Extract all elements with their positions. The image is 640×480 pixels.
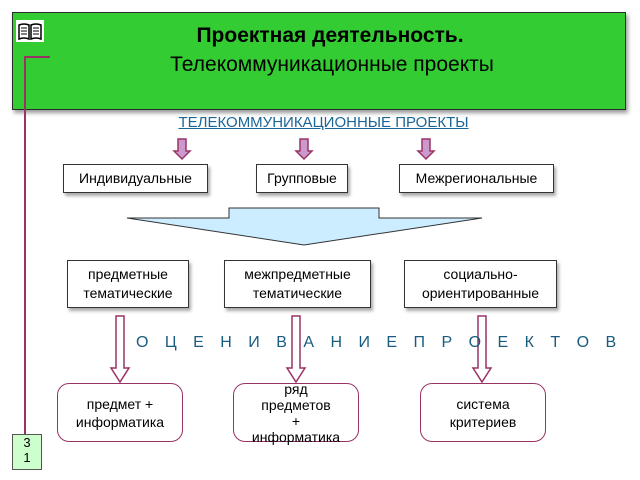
category-line: предметные bbox=[88, 266, 168, 282]
type-box-individual: Индивидуальные bbox=[63, 164, 208, 193]
criteria-line: критериев bbox=[449, 413, 517, 430]
type-box-interregional: Межрегиональные bbox=[399, 164, 554, 193]
diagram-heading: ТЕЛЕКОММУНИКАЦИОННЫЕ ПРОЕКТЫ bbox=[178, 114, 469, 131]
type-label: Индивидуальные bbox=[79, 170, 192, 186]
criteria-box-subject-it: предмет + информатика bbox=[57, 383, 183, 442]
arrow-to-group bbox=[294, 138, 314, 161]
criteria-line: предмет + bbox=[86, 395, 154, 412]
category-label: социально- ориентированные bbox=[422, 265, 539, 303]
category-box-social: социально- ориентированные bbox=[404, 260, 557, 308]
arrow-to-criteria-1 bbox=[109, 315, 131, 384]
category-label: межпредметные тематические bbox=[244, 265, 351, 303]
criteria-line: предметов bbox=[261, 396, 331, 413]
arrow-to-criteria-2 bbox=[285, 315, 307, 384]
book-icon bbox=[16, 20, 44, 42]
category-line: социально- bbox=[443, 266, 518, 282]
criteria-box-multi-subject-it: ряд предметов + информатика bbox=[233, 381, 359, 445]
criteria-line: информатика bbox=[75, 413, 165, 430]
category-box-subject: предметные тематические bbox=[67, 260, 189, 308]
category-box-interdisciplinary: межпредметные тематические bbox=[224, 260, 371, 308]
category-label: предметные тематические bbox=[83, 265, 172, 303]
criteria-label: предмет + информатика bbox=[76, 395, 164, 431]
page-title: Проектная деятельность. bbox=[196, 24, 464, 47]
criteria-line: система bbox=[456, 395, 510, 412]
criteria-line: информатика bbox=[251, 428, 341, 445]
criteria-box-criteria-system: система критериев bbox=[420, 383, 546, 442]
category-line: межпредметные bbox=[244, 266, 351, 282]
category-line: ориентированные bbox=[421, 285, 540, 301]
title-banner bbox=[12, 12, 626, 110]
category-line: тематические bbox=[252, 285, 343, 301]
criteria-line: ряд bbox=[284, 380, 308, 397]
type-box-group: Групповые bbox=[256, 164, 348, 193]
category-line: тематические bbox=[83, 285, 173, 301]
type-label: Групповые bbox=[267, 170, 337, 186]
slide-number: 3 1 bbox=[12, 434, 42, 470]
side-bracket bbox=[24, 56, 50, 448]
slide-number-digit: 1 bbox=[23, 450, 31, 465]
arrow-to-criteria-3 bbox=[471, 315, 493, 384]
criteria-label: ряд предметов + информатика bbox=[252, 381, 340, 445]
slide-number-digit: 3 bbox=[23, 435, 31, 450]
criteria-label: система критериев bbox=[450, 395, 517, 431]
funnel-arrow bbox=[126, 207, 483, 246]
evaluation-label: О Ц Е Н И В А Н И Е П Р О Е К Т О В bbox=[136, 334, 623, 351]
arrow-to-individual bbox=[172, 138, 192, 161]
criteria-line: + bbox=[291, 412, 301, 429]
arrow-to-interregional bbox=[416, 138, 436, 161]
type-label: Межрегиональные bbox=[415, 170, 538, 186]
page-subtitle: Телекоммуникационные проекты bbox=[170, 53, 494, 76]
